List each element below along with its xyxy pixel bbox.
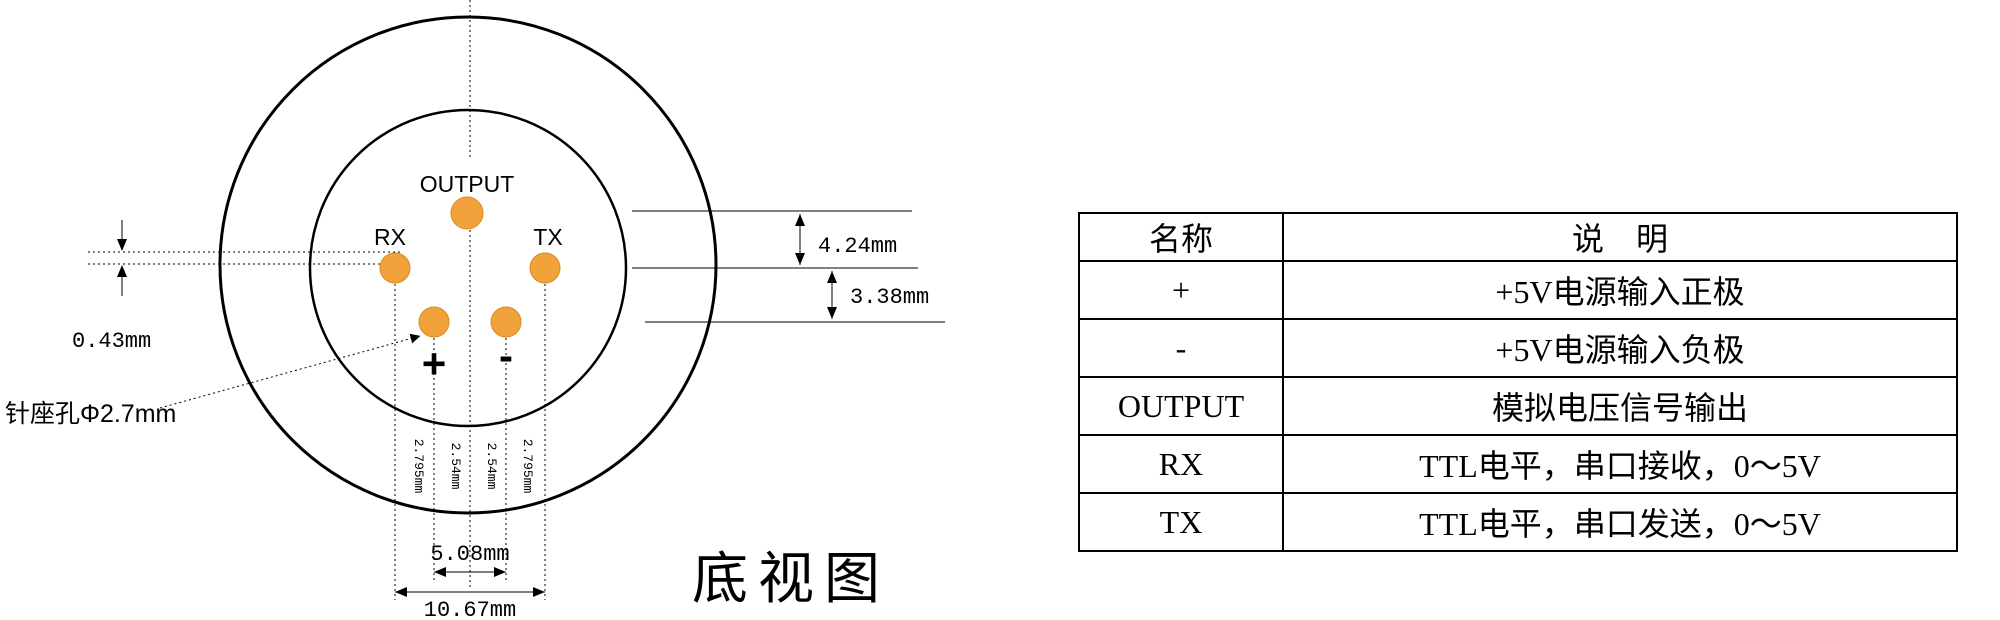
table-row: + +5V电源输入正极 xyxy=(1078,260,1958,320)
dim-col-gap-3-label: 2.54mm xyxy=(484,443,499,490)
hole-note-label: 针座孔Φ2.7mm xyxy=(5,400,176,428)
dim-offset-left-label: 0.43mm xyxy=(72,329,151,354)
pin-name-cell: - xyxy=(1078,318,1284,378)
pin-desc-cell: +5V电源输入正极 xyxy=(1282,260,1958,320)
pin-name-cell: TX xyxy=(1078,492,1284,552)
dim-width-inner-label: 5.08mm xyxy=(430,542,509,567)
dim-offset-left: 0.43mm xyxy=(72,220,402,354)
pin-desc-cell: +5V电源输入负极 xyxy=(1282,318,1958,378)
pin-output xyxy=(450,196,484,230)
extension-lines-right xyxy=(632,210,945,323)
dim-width-outer-label: 10.67mm xyxy=(424,598,516,620)
pin-rx xyxy=(379,252,411,284)
dim-width-outer: 10.67mm xyxy=(395,587,545,620)
pin-tx xyxy=(529,252,561,284)
dim-row-gap-top: 4.24mm xyxy=(795,214,897,265)
dim-width-inner: 5.08mm xyxy=(430,542,510,577)
table-row: RX TTL电平，串口接收，0～5V xyxy=(1078,434,1958,494)
pin-name-cell: OUTPUT xyxy=(1078,376,1284,436)
pin-plus xyxy=(418,306,450,338)
dim-col-gap-4-label: 2.795mm xyxy=(520,439,535,494)
outer-circle xyxy=(218,15,718,515)
pin-desc-cell: TTL电平，串口发送，0～5V xyxy=(1282,492,1958,552)
pin-tx-label: TX xyxy=(533,224,562,250)
pin-plus-label: + xyxy=(422,340,447,387)
pin-name-cell: RX xyxy=(1078,434,1284,494)
dim-row-gap-bottom: 3.38mm xyxy=(827,271,929,319)
extension-lines-bottom xyxy=(394,284,546,600)
table-header-row: 名称 说 明 xyxy=(1078,212,1958,262)
pin-output-label: OUTPUT xyxy=(420,171,515,197)
table-row: - +5V电源输入负极 xyxy=(1078,318,1958,378)
header-desc: 说 明 xyxy=(1282,212,1958,262)
pin-desc-cell: 模拟电压信号输出 xyxy=(1282,376,1958,436)
pin-minus xyxy=(490,306,522,338)
dim-col-gap-2-label: 2.54mm xyxy=(448,443,463,490)
bottom-view-drawing: 4.24mm 3.38mm 0.43mm 针座孔Φ2.7mm xyxy=(5,0,945,620)
table-row: OUTPUT 模拟电压信号输出 xyxy=(1078,376,1958,436)
pin-name-cell: + xyxy=(1078,260,1284,320)
pin-desc-cell: TTL电平，串口接收，0～5V xyxy=(1282,434,1958,494)
table-row: TX TTL电平，串口发送，0～5V xyxy=(1078,492,1958,552)
pin-rx-label: RX xyxy=(374,224,406,250)
drawing-title: 底视图 xyxy=(692,549,890,611)
dim-row-gap-top-label: 4.24mm xyxy=(818,234,897,259)
dim-row-gap-bottom-label: 3.38mm xyxy=(850,285,929,310)
pin-description-table: 名称 说 明 + +5V电源输入正极 - +5V电源输入负极 OUTPUT 模拟… xyxy=(1078,212,1958,552)
header-name: 名称 xyxy=(1078,212,1284,262)
pin-minus-label: - xyxy=(499,332,513,379)
inner-circle xyxy=(308,108,628,428)
dim-col-gap-1-label: 2.795mm xyxy=(411,439,426,494)
hole-note-group: 针座孔Φ2.7mm xyxy=(5,333,421,428)
